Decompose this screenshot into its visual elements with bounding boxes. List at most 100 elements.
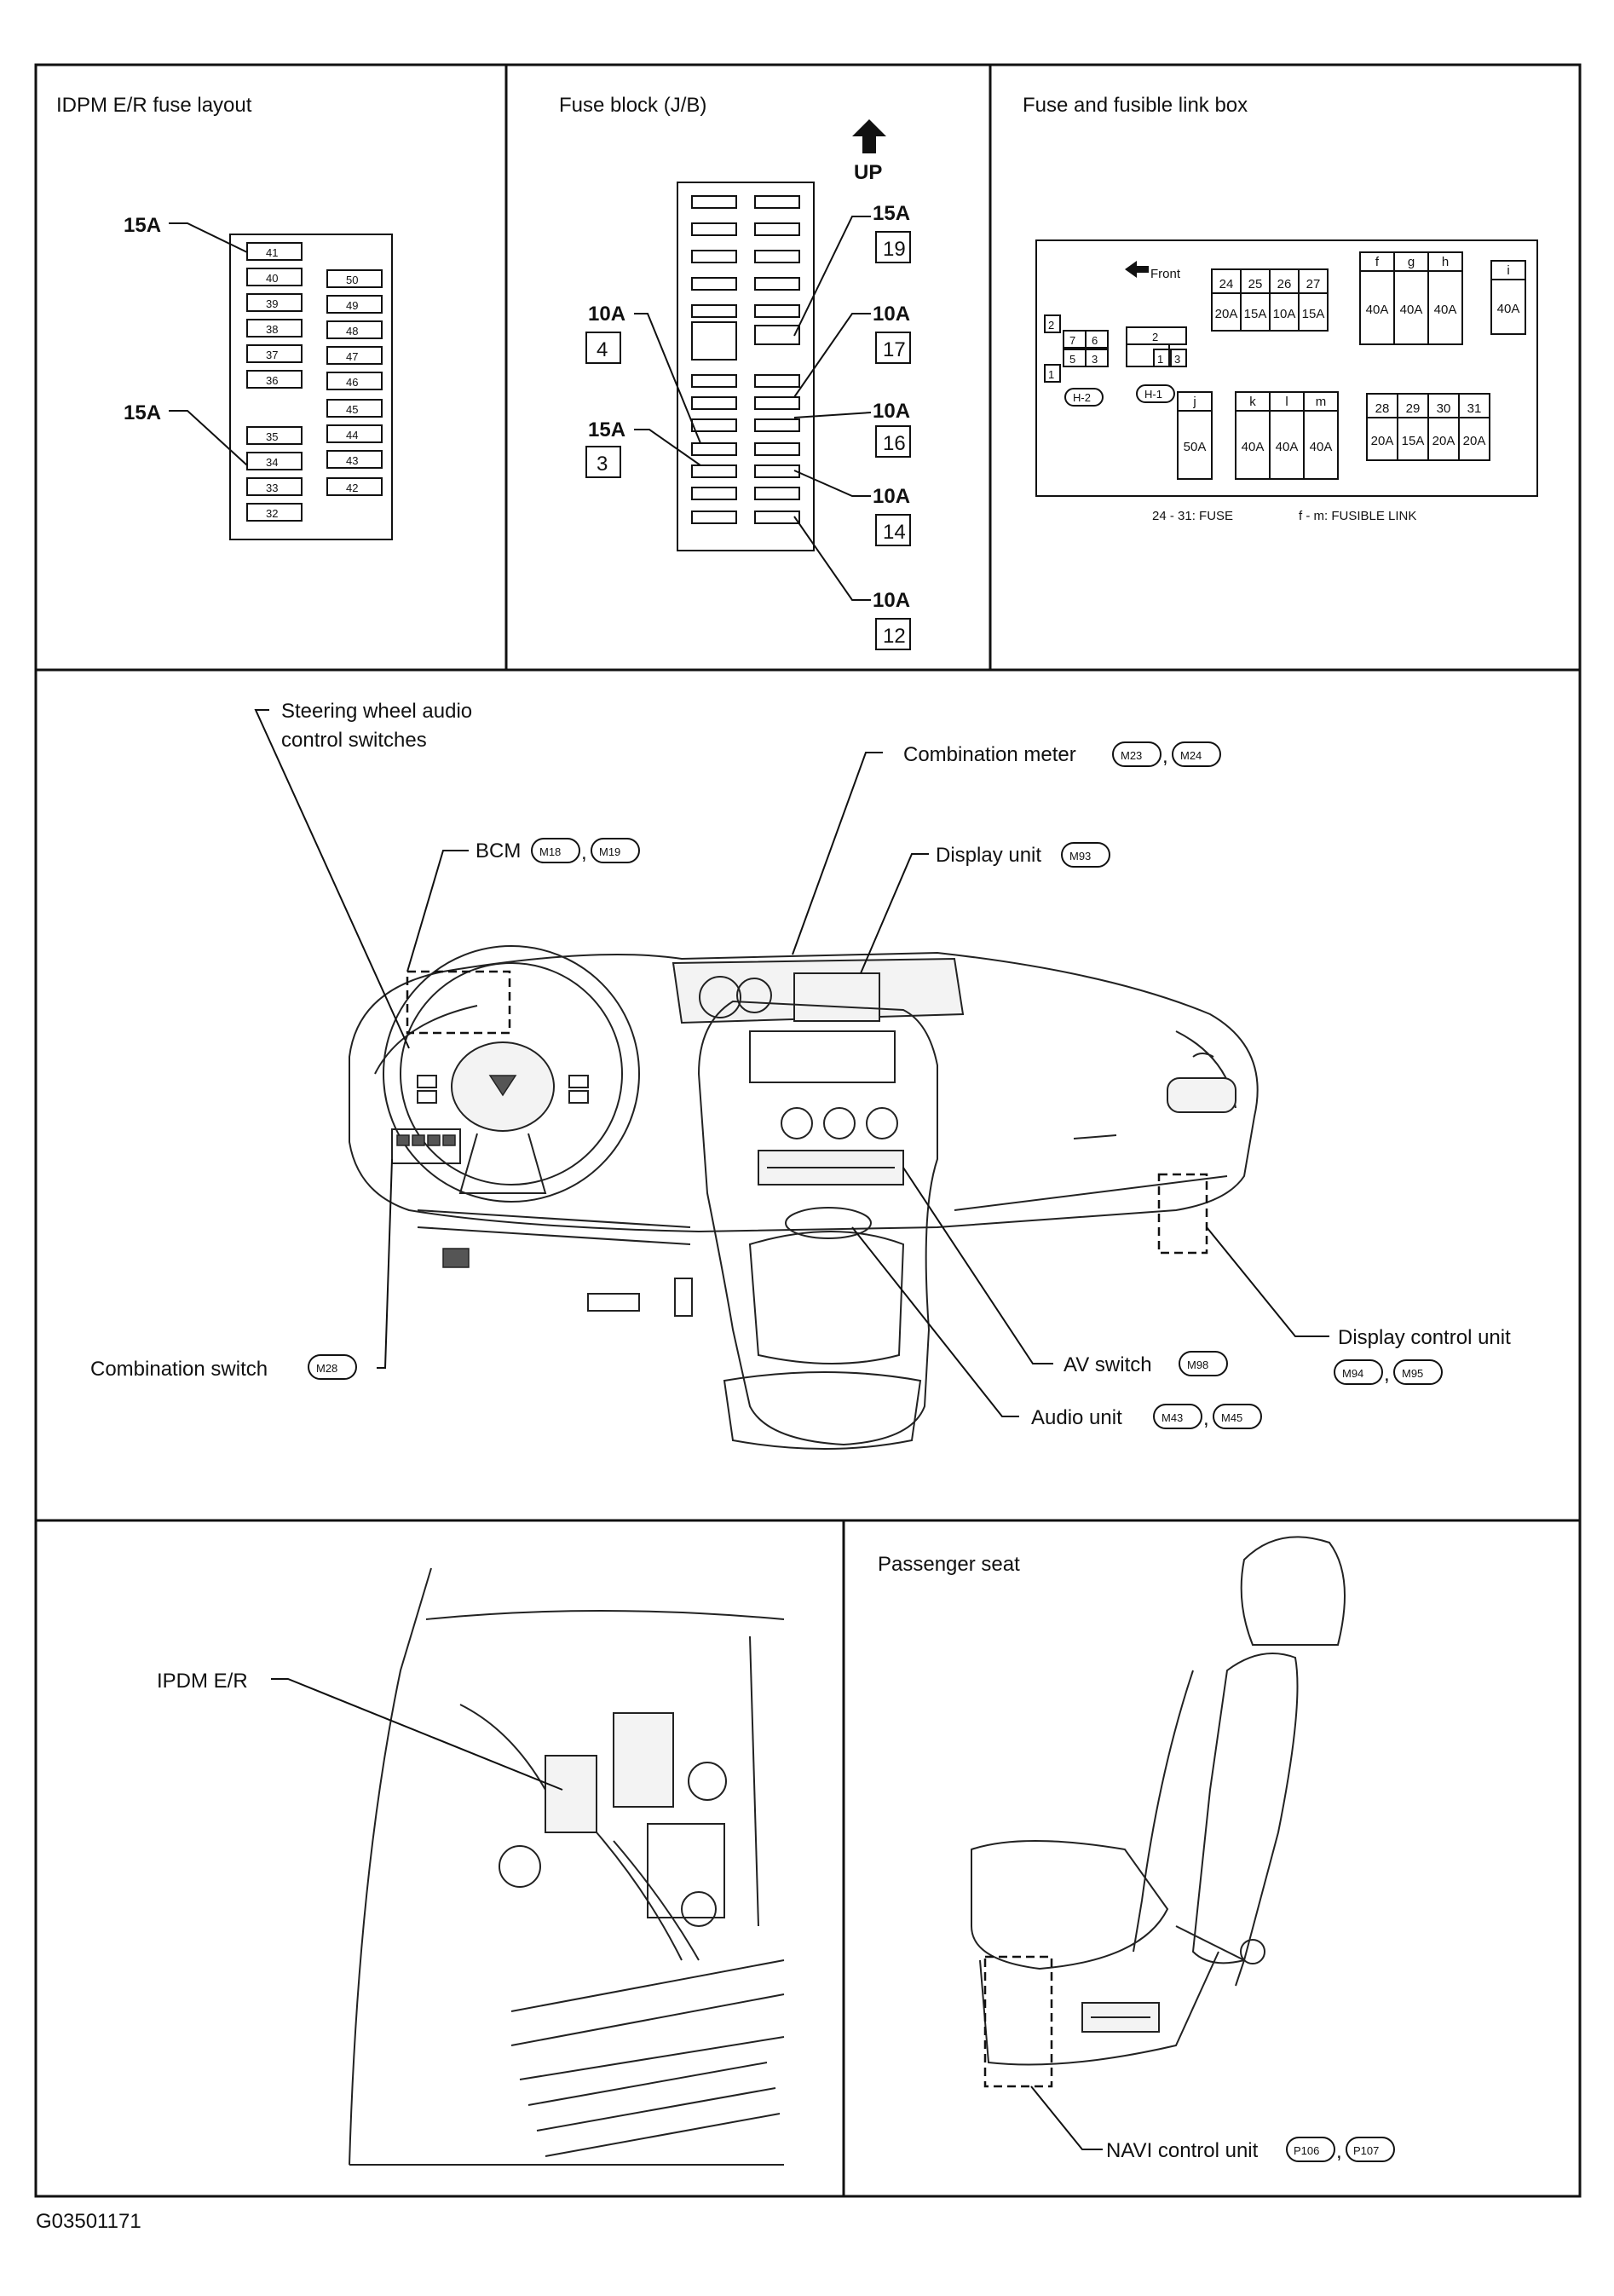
navi-control-unit-location-box bbox=[983, 1955, 1053, 2088]
jb-callout-number-17: 17 bbox=[883, 338, 906, 361]
cell-body bbox=[1458, 417, 1490, 461]
jb-callout-amp-3: 15A bbox=[588, 418, 625, 441]
connector-label: M94 bbox=[1342, 1367, 1363, 1380]
label-combination-switch: Combination switch bbox=[90, 1358, 268, 1381]
relay-right-cell: 2 bbox=[1152, 331, 1158, 343]
jb-callout-box-17 bbox=[875, 332, 911, 364]
front-arrow-icon bbox=[1125, 261, 1149, 278]
cell-amp: 40A bbox=[1497, 302, 1520, 316]
frames bbox=[34, 63, 1582, 2198]
connector-label: M28 bbox=[316, 1362, 337, 1375]
connector-m23: M23 bbox=[1112, 741, 1162, 767]
panel-title-ipdm-fuse-layout: IDPM E/R fuse layout bbox=[56, 94, 252, 117]
cell-id: j bbox=[1192, 395, 1196, 409]
cell-body bbox=[1298, 292, 1329, 332]
connector-m45: M45 bbox=[1213, 1404, 1262, 1429]
panel-passenger-seat: Passenger seat NAVI control unit P106 , … bbox=[878, 1536, 1395, 2163]
display-unit-leader bbox=[860, 853, 929, 974]
ipdm-fuse-number: 41 bbox=[266, 246, 278, 259]
comma: , bbox=[581, 841, 587, 864]
ipdm-fuse-number: 32 bbox=[266, 507, 278, 520]
panel-fusible-link-box: Fuse and fusible link box Front 2420A251… bbox=[1023, 94, 1538, 523]
connector-m28: M28 bbox=[308, 1354, 357, 1380]
panel-title-fusible-link-box: Fuse and fusible link box bbox=[1023, 94, 1248, 117]
ipdm-fuse-number: 50 bbox=[346, 274, 358, 286]
relay-left-cell: 1 bbox=[1048, 368, 1054, 381]
cell-amp: 40A bbox=[1242, 440, 1265, 454]
connector-m43: M43 bbox=[1153, 1404, 1202, 1429]
ipdm-callout-amp-41: 15A bbox=[124, 214, 161, 237]
cell-body bbox=[1427, 270, 1463, 345]
jb-leader-4 bbox=[634, 313, 701, 444]
cell-amp: 15A bbox=[1244, 307, 1267, 321]
jb-callout-amp-12: 10A bbox=[873, 589, 910, 612]
ipdm-fuse-number: 37 bbox=[266, 349, 278, 361]
ipdm-fuse-number: 40 bbox=[266, 272, 278, 285]
jb-fuse-slot-large bbox=[691, 321, 737, 361]
cell-id: 24 bbox=[1219, 277, 1234, 291]
jb-fuse-slot bbox=[691, 250, 737, 263]
jb-callout-box-14 bbox=[875, 514, 911, 546]
fuse-block-fuses bbox=[691, 195, 800, 524]
cell-body bbox=[1177, 410, 1213, 480]
connector-label: M24 bbox=[1180, 749, 1202, 762]
connector-label: M93 bbox=[1069, 850, 1091, 862]
cell-body bbox=[1303, 410, 1339, 480]
cell-amp: 40A bbox=[1310, 440, 1333, 454]
relay-left-cell: 6 bbox=[1092, 334, 1098, 347]
connector-label: P106 bbox=[1294, 2144, 1319, 2157]
cell-id: f bbox=[1375, 255, 1380, 269]
ipdm-fuse-number: 49 bbox=[346, 299, 358, 312]
ipdm-fuse bbox=[246, 293, 303, 312]
panel-engine-room: IPDM E/R bbox=[157, 1567, 785, 2166]
relay-left-cell: 5 bbox=[1069, 353, 1075, 366]
relay-left-cell: 7 bbox=[1069, 334, 1075, 347]
cell-body bbox=[1366, 417, 1398, 461]
ipdm-fuse-number: 35 bbox=[266, 430, 278, 443]
navi-control-unit-leader bbox=[1030, 2085, 1103, 2150]
bcm-leader bbox=[406, 850, 469, 972]
ipdm-fuse-number: 39 bbox=[266, 297, 278, 310]
ipdm-fuse-number: 34 bbox=[266, 456, 278, 469]
ipdm-callout-amp-34: 15A bbox=[124, 401, 161, 424]
ipdm-fuse bbox=[246, 477, 303, 496]
link-group-j: j 50A bbox=[1177, 391, 1213, 480]
cell-id: g bbox=[1408, 255, 1415, 269]
jb-leader-14 bbox=[793, 470, 871, 497]
jb-leader-19 bbox=[793, 216, 871, 337]
ipdm-fuse bbox=[246, 344, 303, 363]
figure-code: G03501171 bbox=[36, 2210, 141, 2233]
jb-fuse-slot bbox=[754, 487, 800, 500]
cell-id: 30 bbox=[1437, 401, 1451, 416]
cell-amp: 50A bbox=[1184, 440, 1207, 454]
panel-title-fuse-block: Fuse block (J/B) bbox=[559, 94, 706, 117]
jb-callout-amp-17: 10A bbox=[873, 303, 910, 326]
ipdm-fuse bbox=[326, 269, 383, 288]
ipdm-fuse bbox=[246, 426, 303, 445]
cell-id: l bbox=[1285, 395, 1288, 409]
ipdm-fuse bbox=[326, 424, 383, 443]
jb-callout-box-3 bbox=[585, 446, 621, 478]
cell-id: h bbox=[1442, 255, 1449, 269]
cell-id: 28 bbox=[1375, 401, 1390, 416]
jb-fuse-slot bbox=[754, 195, 800, 209]
cell-body bbox=[1269, 292, 1300, 332]
jb-callout-box-4 bbox=[585, 332, 621, 364]
cell-amp: 40A bbox=[1366, 303, 1389, 317]
connector-m98: M98 bbox=[1179, 1351, 1228, 1376]
jb-callout-amp-4: 10A bbox=[588, 303, 625, 326]
ipdm-fuse-frame bbox=[229, 234, 393, 540]
ipdm-fuse-number: 38 bbox=[266, 323, 278, 336]
audio-unit-leader bbox=[851, 1226, 1019, 1417]
jb-fuse-slot bbox=[754, 511, 800, 524]
connector-label: P107 bbox=[1353, 2144, 1379, 2157]
connector-p107: P107 bbox=[1346, 2137, 1395, 2162]
jb-callout-amp-14: 10A bbox=[873, 485, 910, 508]
ipdm-fuse bbox=[326, 320, 383, 339]
ipdm-fuse bbox=[326, 477, 383, 496]
jb-fuse-slot bbox=[754, 464, 800, 478]
cell-amp: 20A bbox=[1371, 434, 1394, 448]
